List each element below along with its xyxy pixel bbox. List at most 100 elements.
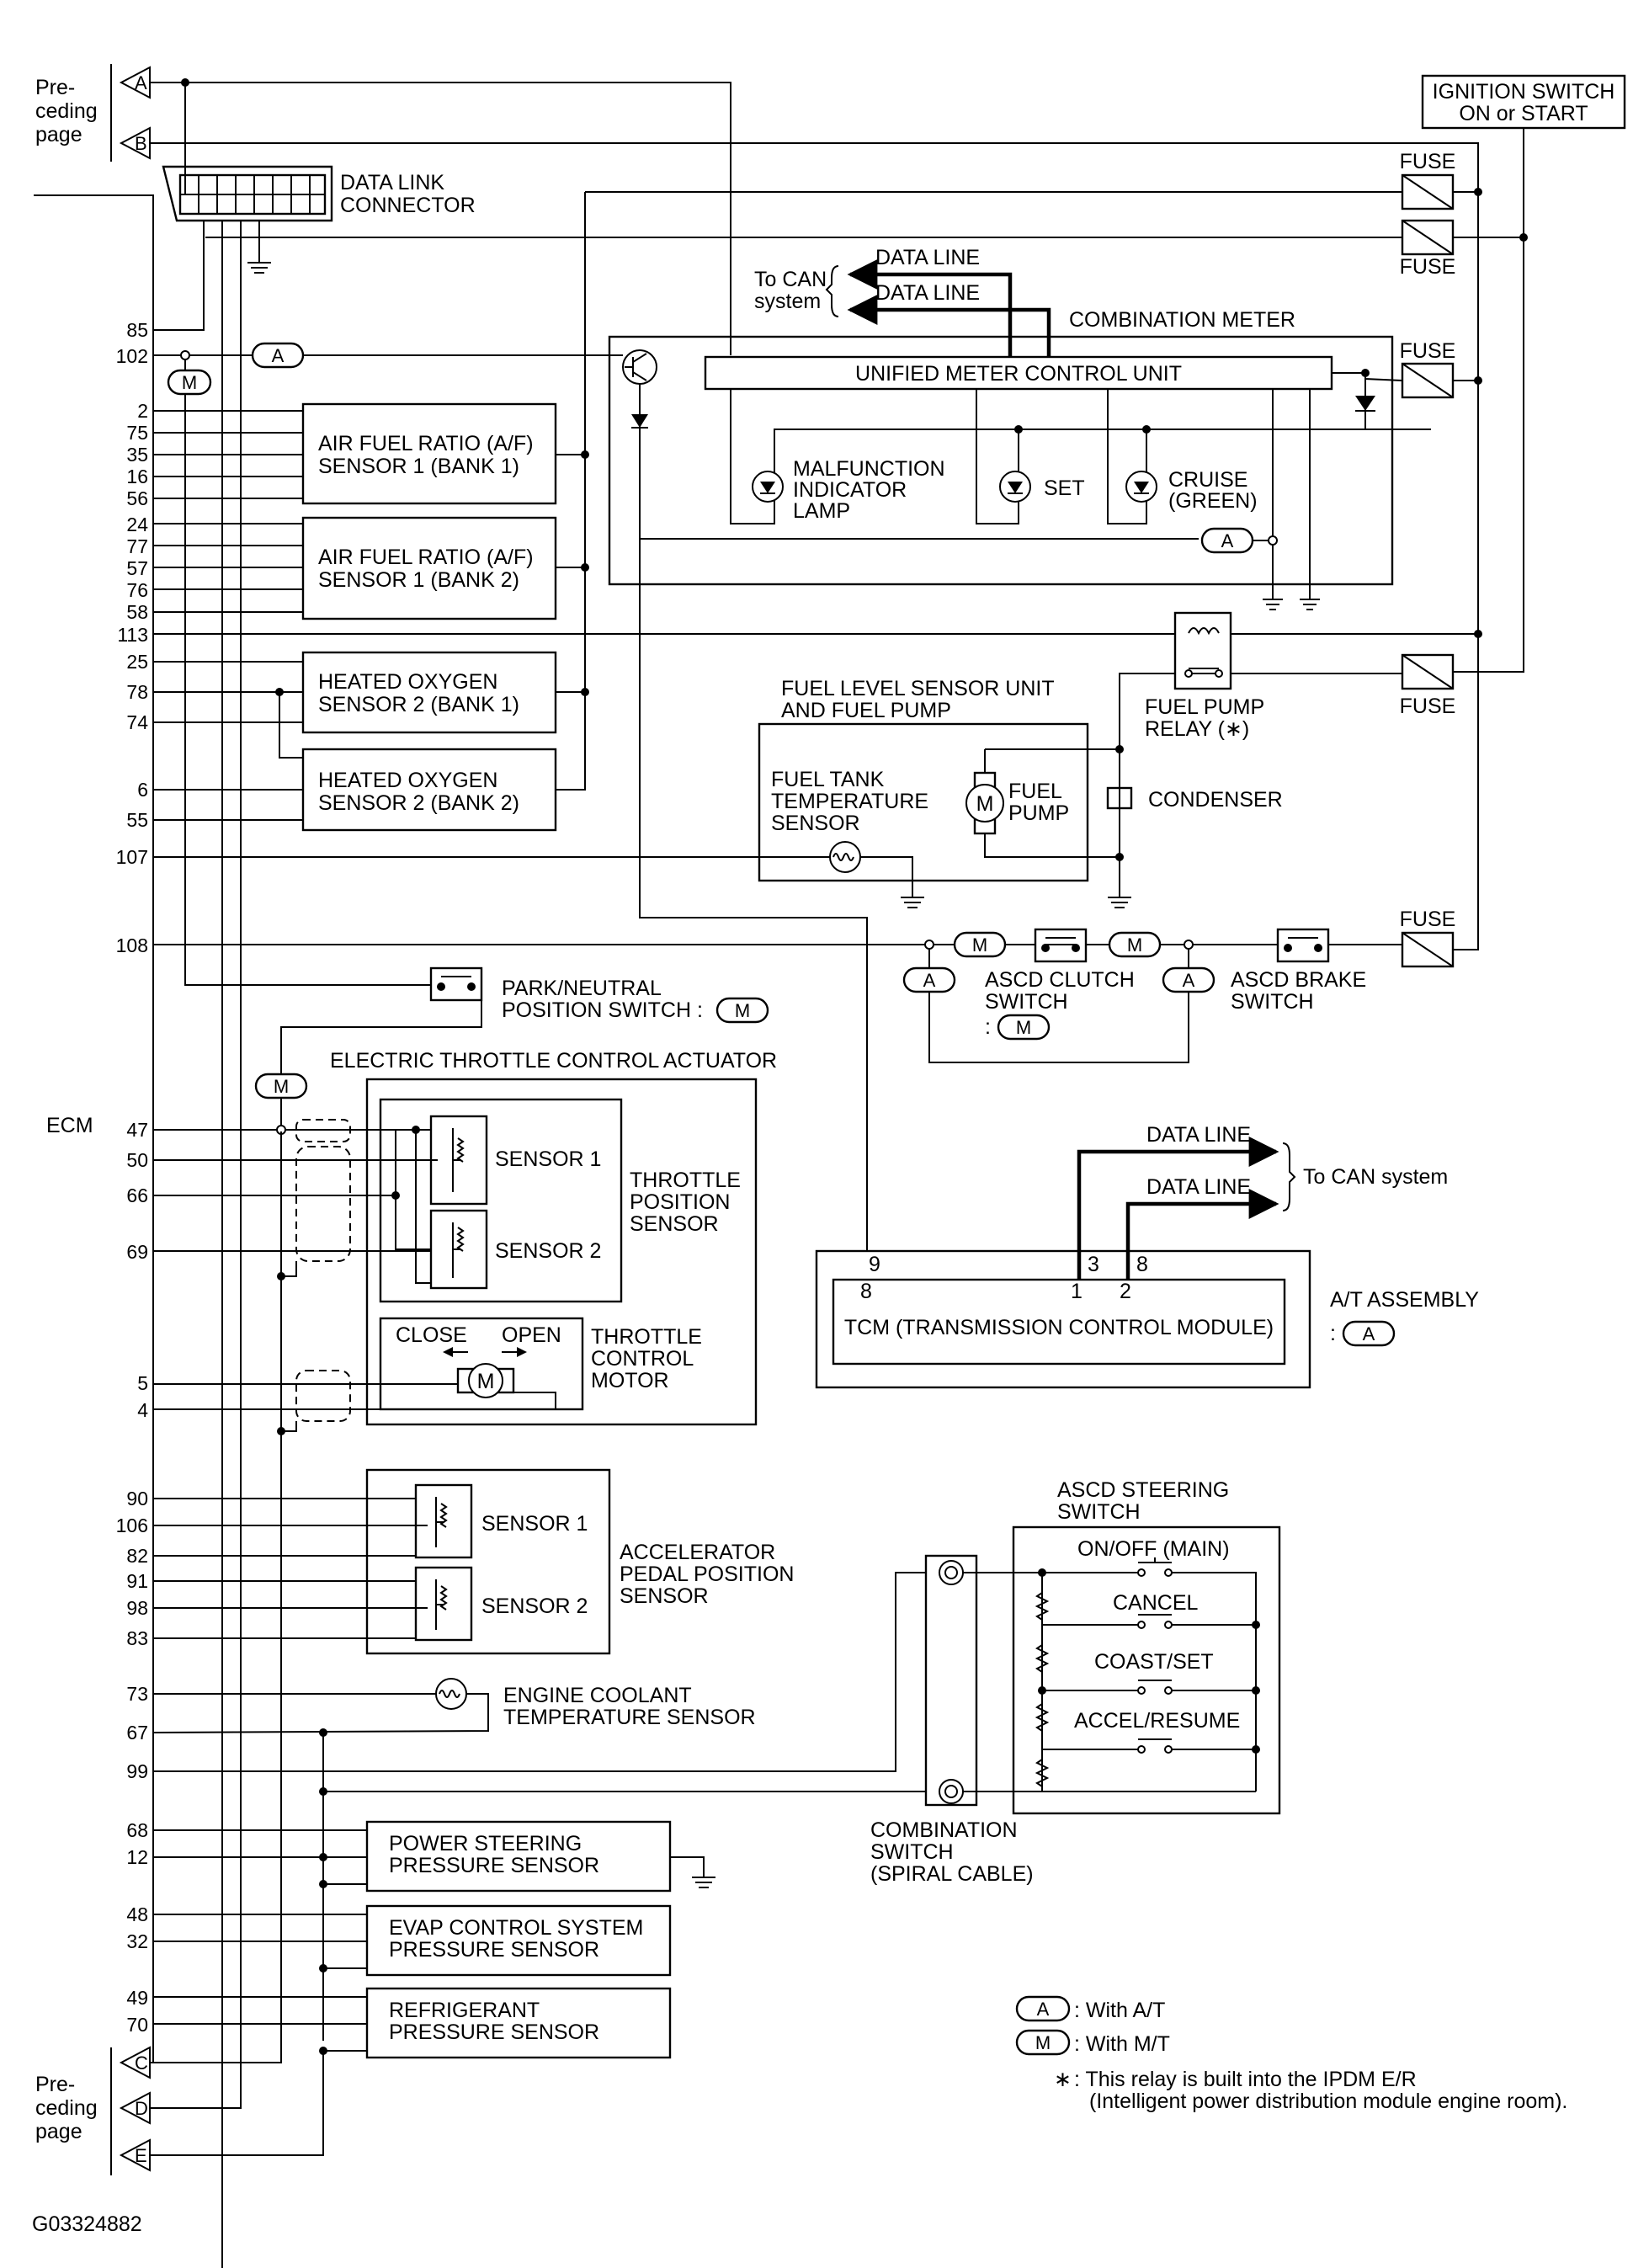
park-label-2: POSITION SWITCH : [502,998,703,1022]
fuse-3: FUSE [1400,339,1455,399]
sensor1-label: SENSOR 1 [495,1147,601,1171]
pin-56: 56 [126,487,148,509]
pin-32: 32 [126,1930,148,1952]
a-tag-102-label: A [272,345,285,366]
fuse-label-1: FUSE [1400,150,1456,173]
pin-58: 58 [126,601,148,623]
app-label-2: PEDAL POSITION [620,1563,794,1586]
m-tag-park-below: M [254,1073,308,1099]
fuel-pump-label-2: PUMP [1008,801,1069,825]
cruise-label-2: (GREEN) [1168,489,1258,513]
fuel-tank-label-1: FUEL TANK [771,768,885,791]
a-tag-asc2: A [1162,966,1215,993]
asc-clutch-switch [1034,928,1088,963]
evap-label-1: EVAP CONTROL SYSTEM [389,1916,643,1940]
fuse-label-4: FUSE [1400,695,1456,718]
m-tag-asc-clutch-label: M [1016,1017,1031,1038]
m-tag-asc1: M [953,931,1007,958]
connector-c: C [135,2052,148,2074]
pin-48: 48 [126,1903,148,1925]
power-steering-sensor: POWER STEERING PRESSURE SENSOR [365,1820,672,1893]
umcu-label: UNIFIED METER CONTROL UNIT [855,362,1182,386]
ho2-label-1: HEATED OXYGEN [318,769,497,792]
sensor2-label: SENSOR 2 [495,1239,601,1263]
pin-78: 78 [126,681,148,703]
legend-note-2: (Intelligent power distribution module e… [1089,2090,1567,2113]
ecm-label: ECM [46,1114,93,1137]
fuse-label-5: FUSE [1400,908,1456,931]
connector-d: D [135,2098,148,2119]
af-sensor-bank1: AIR FUEL RATIO (A/F) SENSOR 1 (BANK 1) [301,402,557,505]
connector-b-top: B [135,133,147,154]
preceding-label-3: page [35,123,82,146]
ho1-label-2: SENSOR 2 (BANK 1) [318,693,519,716]
af1-label-1: AIR FUEL RATIO (A/F) [318,432,534,455]
fuel-unit-label-2: AND FUEL PUMP [781,699,951,722]
tcm-pin-1: 1 [1071,1280,1082,1303]
pin-55: 55 [126,809,148,831]
m-tag-park-label: M [735,1000,750,1021]
m-tag-102-label: M [182,372,197,393]
data-line-label-3: DATA LINE [1146,1123,1251,1147]
asc-brake-label-1: ASCD BRAKE [1231,968,1366,992]
combination-meter-label: COMBINATION METER [1069,308,1295,332]
legend-m-code: M [1035,2032,1051,2053]
accel-resume-label: ACCEL/RESUME [1074,1709,1240,1733]
combo-switch-label-1: COMBINATION [870,1818,1018,1842]
data-line-label-4: DATA LINE [1146,1175,1251,1199]
fuel-level-sensor-unit: FUEL LEVEL SENSOR UNIT AND FUEL PUMP FUE… [153,677,1120,908]
pin-82: 82 [126,1545,148,1567]
pin-25: 25 [126,651,148,673]
a-tag-at: A [1342,1320,1396,1347]
m-tag-asc-clutch: M [997,1014,1051,1041]
m-tag-asc1-label: M [972,934,987,956]
coast-set-label: COAST/SET [1094,1650,1214,1674]
pin-2: 2 [137,400,148,422]
pin-83: 83 [126,1627,148,1649]
refr-label-2: PRESSURE SENSOR [389,2020,599,2044]
pin-6: 6 [137,779,148,801]
ps-label-1: POWER STEERING [389,1832,582,1855]
relay-label-2: RELAY (∗) [1145,717,1249,741]
a-tag-at-label: A [1363,1323,1375,1344]
tps-label-2: POSITION [630,1190,730,1214]
m-tag-park-below-label: M [274,1076,289,1097]
condenser-label: CONDENSER [1148,788,1283,812]
m-tag-asc2-label: M [1127,934,1142,956]
pin-77: 77 [126,535,148,557]
pin-90: 90 [126,1488,148,1509]
to-can-label-2: system [754,290,821,313]
electric-throttle-actuator: ELECTRIC THROTTLE CONTROL ACTUATOR SENSO… [330,1049,777,1426]
set-label: SET [1044,476,1085,500]
relay-label-1: FUEL PUMP [1145,695,1264,719]
data-lines-top: DATA LINE DATA LINE To CAN system [754,246,1051,357]
fuel-pump-m-icon: M [976,792,994,816]
m-tag-asc2: M [1108,931,1162,958]
pin-66: 66 [126,1185,148,1206]
app-label-3: SENSOR [620,1584,709,1608]
pin-68: 68 [126,1819,148,1841]
etc-label: ELECTRIC THROTTLE CONTROL ACTUATOR [330,1049,777,1073]
legend: A : With A/T M : With M/T ∗ : This relay… [1015,1995,1567,2113]
pin-107: 107 [116,846,148,868]
to-can-label-1: To CAN [754,268,827,291]
legend-star: ∗ [1054,2068,1072,2091]
ho1-label-1: HEATED OXYGEN [318,670,497,694]
fuel-pump-label-1: FUEL [1008,780,1062,803]
dlc-ground-icon [247,253,271,274]
preceding-bottom-label-2: ceding [35,2096,98,2120]
ho2s-bank1: HEATED OXYGEN SENSOR 2 (BANK 1) [301,651,557,734]
dlc-label-2: CONNECTOR [340,194,476,217]
ect-label-1: ENGINE COOLANT [503,1684,692,1707]
af2-label-2: SENSOR 1 (BANK 2) [318,568,519,592]
pin-67: 67 [126,1722,148,1744]
tcm-pin-3: 3 [1088,1253,1099,1276]
ho2-label-2: SENSOR 2 (BANK 2) [318,791,519,815]
tcm-pin-9: 9 [869,1253,880,1276]
tps-label-3: SENSOR [630,1212,719,1236]
fuel-pump-relay: FUEL PUMP RELAY (∗) [1145,611,1264,741]
a-tag-meter: A [1221,530,1234,551]
fuse-label-2: FUSE [1400,255,1456,279]
ecm-frame: ECM [34,194,154,2063]
